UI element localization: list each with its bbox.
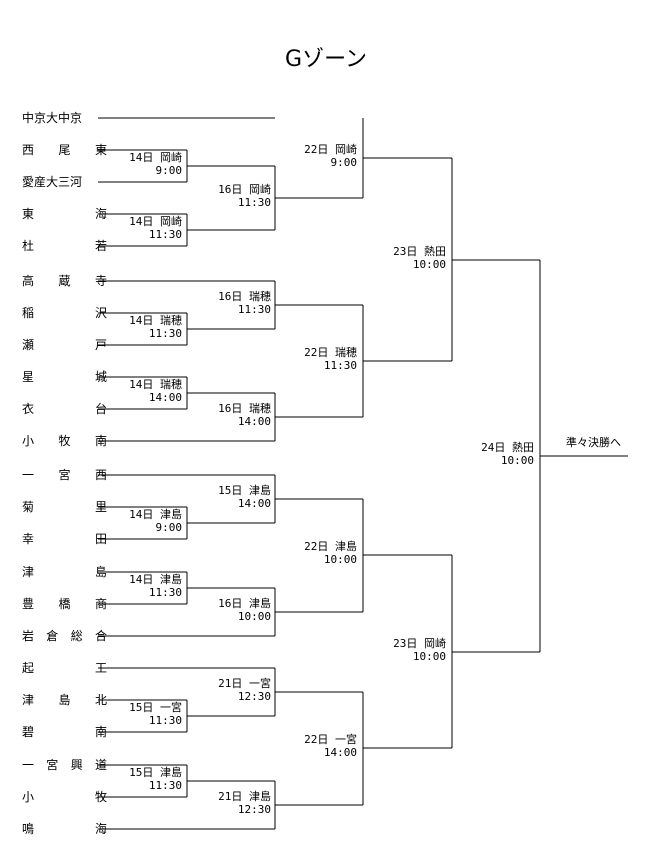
game-time: 9:00 <box>156 521 183 534</box>
team-name: 中京大中京 <box>22 110 82 125</box>
team-name: 豊橋商 <box>22 596 107 611</box>
game-time: 9:00 <box>156 164 183 177</box>
quarterfinal-label: 準々決勝へ <box>566 435 621 449</box>
game-date-venue: 21日 津島 <box>218 789 271 803</box>
team-list: 中京大中京西尾東愛産大三河東海杜若高蔵寺稲沢瀬戸星城衣台小牧南一宮西菊里幸田津島… <box>22 110 107 836</box>
team-name: 衣台 <box>22 401 107 416</box>
game-date-venue: 15日 津島 <box>129 765 182 779</box>
game-date-venue: 14日 瑞穂 <box>129 377 182 391</box>
team-name: 小牧 <box>22 790 107 804</box>
game-date-venue: 22日 瑞穂 <box>304 345 357 359</box>
game-date-venue: 14日 岡崎 <box>129 150 182 164</box>
game-date-venue: 16日 津島 <box>218 596 271 610</box>
team-name: 星城 <box>22 370 107 384</box>
game-date-venue: 21日 一宮 <box>218 676 271 690</box>
team-name: 起工 <box>22 661 107 675</box>
team-name: 碧南 <box>22 724 107 739</box>
game-time: 12:30 <box>238 803 271 816</box>
game-time: 14:00 <box>324 746 357 759</box>
bracket-lines <box>98 117 628 830</box>
game-date-venue: 16日 瑞穂 <box>218 401 271 415</box>
game-time: 11:30 <box>149 228 182 241</box>
team-name: 稲沢 <box>22 306 107 320</box>
game-time: 11:30 <box>238 303 271 316</box>
team-name: 岩倉総合 <box>22 628 107 643</box>
game-date-venue: 16日 岡崎 <box>218 182 271 196</box>
team-name: 杜若 <box>22 238 107 253</box>
game-time: 10:00 <box>238 610 271 623</box>
game-time: 11:30 <box>238 196 271 209</box>
game-date-venue: 14日 岡崎 <box>129 214 182 228</box>
team-name: 東海 <box>22 206 107 221</box>
game-time: 11:30 <box>149 779 182 792</box>
team-name: 瀬戸 <box>22 338 107 352</box>
game-time: 9:00 <box>331 156 358 169</box>
game-time: 14:00 <box>238 415 271 428</box>
game-date-venue: 23日 岡崎 <box>393 636 446 650</box>
game-time: 10:00 <box>324 553 357 566</box>
game-time: 10:00 <box>501 454 534 467</box>
team-name: 鳴海 <box>22 821 107 836</box>
game-time: 12:30 <box>238 690 271 703</box>
game-date-venue: 16日 瑞穂 <box>218 289 271 303</box>
bracket-title: Gゾーン <box>285 47 367 72</box>
game-time: 14:00 <box>149 391 182 404</box>
team-name: 一宮興道 <box>22 757 107 772</box>
team-name: 津島 <box>22 564 107 579</box>
team-name: 一宮西 <box>22 467 107 482</box>
team-name: 幸田 <box>22 532 107 546</box>
team-name: 愛産大三河 <box>22 174 82 189</box>
team-name: 菊里 <box>22 500 107 514</box>
team-name: 津島北 <box>22 692 107 707</box>
game-date-venue: 24日 熱田 <box>481 441 534 454</box>
game-date-venue: 15日 一宮 <box>129 700 182 714</box>
team-name: 西尾東 <box>22 143 107 157</box>
game-time: 10:00 <box>413 650 446 663</box>
team-name: 高蔵寺 <box>22 273 107 288</box>
game-date-venue: 22日 岡崎 <box>304 142 357 156</box>
team-name: 小牧南 <box>22 433 107 448</box>
game-date-venue: 15日 津島 <box>218 483 271 497</box>
game-date-venue: 22日 津島 <box>304 539 357 553</box>
game-time: 10:00 <box>413 258 446 271</box>
game-time: 11:30 <box>324 359 357 372</box>
game-time: 14:00 <box>238 497 271 510</box>
game-date-venue: 22日 一宮 <box>304 732 357 746</box>
game-time: 11:30 <box>149 586 182 599</box>
game-date-venue: 14日 津島 <box>129 507 182 521</box>
game-date-venue: 14日 瑞穂 <box>129 313 182 327</box>
game-time: 11:30 <box>149 327 182 340</box>
game-date-venue: 14日 津島 <box>129 572 182 586</box>
game-date-venue: 23日 熱田 <box>393 245 446 258</box>
game-time: 11:30 <box>149 714 182 727</box>
